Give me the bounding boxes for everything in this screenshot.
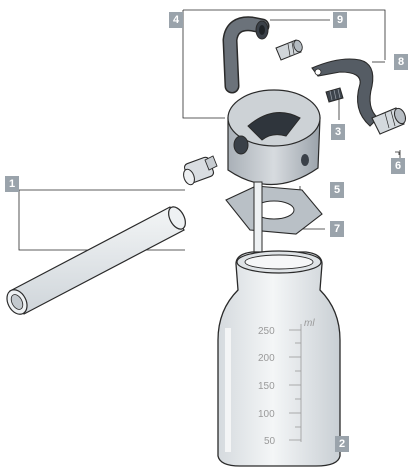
callout-8: 8 xyxy=(394,54,408,70)
callout-6: 6 xyxy=(391,158,405,174)
callout-2: 2 xyxy=(335,436,349,452)
scale-tick-50: 50 xyxy=(264,436,276,447)
scale-tick-100: 100 xyxy=(258,409,275,420)
scale-tick-150: 150 xyxy=(258,381,275,392)
tube-connector xyxy=(182,156,217,186)
bracket-part-8 xyxy=(312,59,378,126)
hose-part-9 xyxy=(230,21,268,86)
callout-9: 9 xyxy=(333,12,347,28)
small-fitting xyxy=(276,39,304,60)
callout-7: 7 xyxy=(330,221,344,237)
gasket-part-5 xyxy=(226,186,322,234)
bottle-part-2 xyxy=(218,251,340,466)
callout-3: 3 xyxy=(331,124,345,140)
lid-part-4 xyxy=(228,90,320,185)
leader-6 xyxy=(395,150,400,158)
tube-part-1 xyxy=(3,204,189,318)
callout-1: 1 xyxy=(5,176,19,192)
scale-unit: ml xyxy=(304,318,315,329)
screw-part-3 xyxy=(326,88,343,102)
valve-part-6 xyxy=(372,107,408,134)
callout-5: 5 xyxy=(330,182,344,198)
scale-tick-250: 250 xyxy=(258,326,275,337)
scale-tick-200: 200 xyxy=(258,353,275,364)
callout-4: 4 xyxy=(169,12,183,28)
